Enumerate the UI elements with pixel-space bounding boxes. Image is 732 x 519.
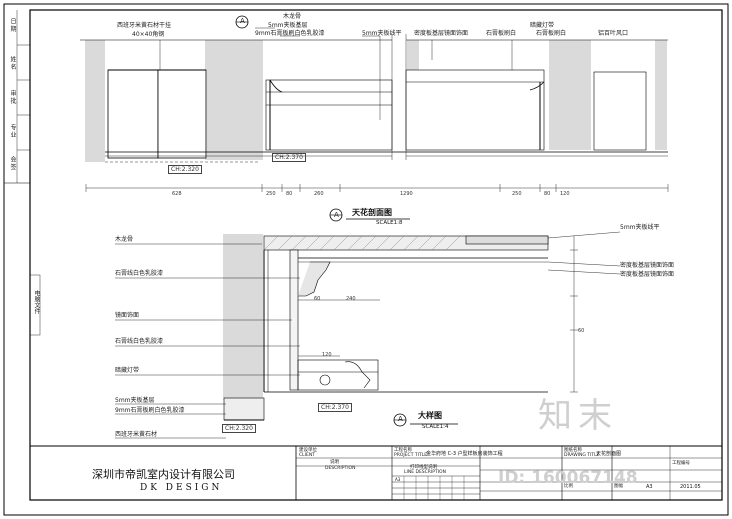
label-gypsum-white-2: 石膏板刷白 xyxy=(536,30,567,37)
b-label-mirror-2: 密度板基层镜面饰面 xyxy=(620,271,675,278)
label-gypsum-white: 石膏板刷白 xyxy=(486,30,517,37)
b-label-wood-keel: 木龙骨 xyxy=(115,236,134,243)
b-dim-3: 120 xyxy=(322,352,332,358)
b-label-gypsum-paint-2: 石膏线白色乳胶漆 xyxy=(115,338,164,345)
label-hidden-light: 暗藏灯带 xyxy=(530,22,555,29)
b-dim-2: 240 xyxy=(346,296,356,302)
tb-description: 说明 xyxy=(330,460,339,465)
dim-8: 120 xyxy=(560,191,570,197)
tb-size: A3 xyxy=(646,484,653,490)
tb-size-small: A3 xyxy=(395,477,401,482)
tb-size-label: 图幅 xyxy=(614,484,623,489)
label-vent: 铝百叶风口 xyxy=(598,30,629,37)
tb-date: 2011.05 xyxy=(680,484,701,490)
tb-drawing-name: 天花剖面图 xyxy=(596,451,622,457)
dim-6: 250 xyxy=(512,191,522,197)
side-note: 电脑文件 xyxy=(33,290,40,314)
side-label-name: 姓 名 xyxy=(9,56,16,70)
dim-5: 1290 xyxy=(400,191,413,197)
label-wood-keel: 木龙骨 xyxy=(283,13,302,20)
marker-bottom: A xyxy=(398,415,403,423)
b-dim-1: 60 xyxy=(314,296,321,302)
marker-top: A xyxy=(240,17,245,25)
b-ceiling-height-right: CH:2.370 xyxy=(318,403,352,412)
side-label-approve: 审 批 xyxy=(9,90,16,104)
bottom-section-title: 大样图 xyxy=(418,411,442,420)
label-plywood-line: 5mm夹板线平 xyxy=(362,30,402,37)
bottom-section-scale: SCALE1:4 xyxy=(422,424,449,430)
tb-line-description: 打印线型说明 xyxy=(410,465,437,470)
b-label-plywood-line: 5mm夹板线平 xyxy=(620,224,660,231)
tb-project-title: PROJECT TITLE xyxy=(394,453,428,458)
dim-4: 260 xyxy=(314,191,324,197)
b-label-stone: 西班牙米黄石材 xyxy=(115,431,158,438)
top-section-title: 天花剖面图 xyxy=(352,208,392,217)
side-label-sign: 会 签 xyxy=(9,156,16,170)
b-label-mirror-1: 密度板基层镜面饰面 xyxy=(620,262,675,269)
side-label-date: 日 期 xyxy=(9,18,16,32)
dim-2: 250 xyxy=(266,191,276,197)
label-gypsum-9mm: 9mm石膏板刷白色乳胶漆 xyxy=(255,30,325,37)
tb-description-en: DESCRIPTION xyxy=(325,466,356,471)
tb-project-name: 金华府地 C-3 户型样板房装饰工程 xyxy=(426,451,503,457)
dim-3: 80 xyxy=(286,191,293,197)
company-name-en: DK DESIGN xyxy=(140,483,223,493)
b-ceiling-height-left: CH:2.320 xyxy=(222,424,256,433)
ceiling-height-left: CH:2.320 xyxy=(168,165,202,174)
b-label-hidden-light: 暗藏灯带 xyxy=(115,367,140,374)
b-dim-4: 60 xyxy=(578,328,585,334)
tb-client: CLIENT xyxy=(299,453,315,458)
ceiling-height-right: CH:2.370 xyxy=(272,153,306,162)
side-label-major: 专 业 xyxy=(9,124,16,138)
label-stone-column: 西班牙米黄石材干挂 xyxy=(117,22,172,29)
watermark-logo: 知末 xyxy=(538,396,618,436)
tb-drawing-name-label: 图纸名称 xyxy=(564,448,582,453)
marker-top-title: A xyxy=(334,211,339,219)
company-name: 深圳市帝凯室内设计有限公司 xyxy=(92,468,235,481)
b-label-mirror-face: 镜面饰面 xyxy=(115,312,140,319)
label-plywood-base: 5mm夹板基层 xyxy=(268,22,308,29)
tb-drawing-no-label: 工程编号 xyxy=(672,461,690,466)
dim-7: 80 xyxy=(544,191,551,197)
label-steel: 40×40角钢 xyxy=(132,31,165,38)
label-mirror: 密度板基层镜面饰面 xyxy=(414,30,469,37)
watermark-id: ID: 160067148 xyxy=(498,468,638,488)
tb-construction-unit: 建设单位 xyxy=(299,448,317,453)
tb-line-description-en: LINE DESCRIPTION xyxy=(404,470,446,475)
b-label-gypsum-paint: 石膏线白色乳胶漆 xyxy=(115,270,164,277)
b-label-gypsum-9mm: 9mm石膏板刷白色乳胶漆 xyxy=(115,407,185,414)
dim-1: 628 xyxy=(172,191,182,197)
tb-scale-label: 比例 xyxy=(564,484,573,489)
tb-drawing-title: DRAWING TITLE xyxy=(564,453,600,458)
top-section-scale: SCALE1:8 xyxy=(376,220,403,226)
tb-project-name-label: 工程名称 xyxy=(394,448,412,453)
b-label-plywood-base: 5mm夹板基层 xyxy=(115,397,155,404)
